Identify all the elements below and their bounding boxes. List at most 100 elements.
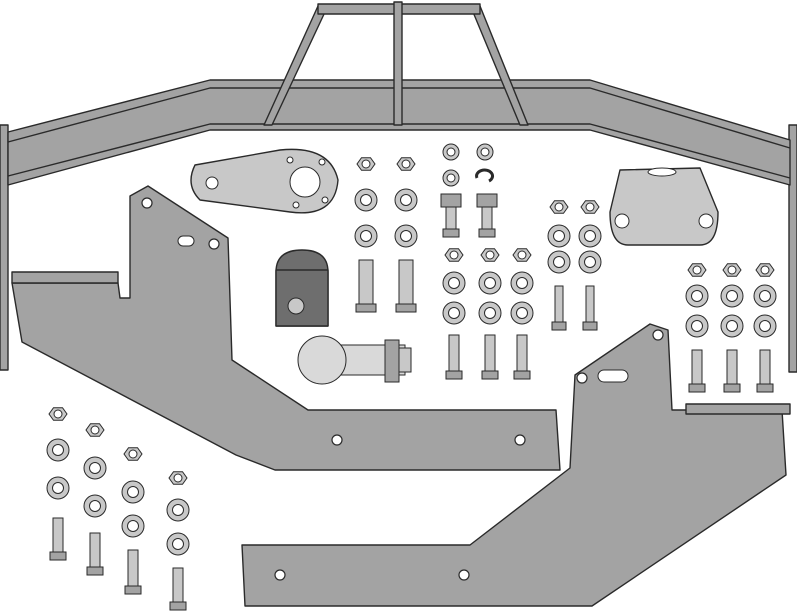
bracket-slot bbox=[177, 235, 195, 247]
left-post bbox=[0, 124, 9, 371]
crossbar-assembly bbox=[0, 1, 797, 373]
bolt-shank bbox=[484, 334, 496, 372]
bolt-head bbox=[355, 303, 377, 313]
bolt-shank bbox=[89, 532, 101, 568]
washer-hole bbox=[691, 290, 703, 302]
washer-hole bbox=[553, 230, 565, 242]
nut-hole bbox=[760, 265, 770, 275]
washer-hole bbox=[127, 520, 139, 532]
bolt-shank bbox=[358, 259, 374, 305]
bolt-shank bbox=[172, 567, 184, 603]
bolt-shank bbox=[516, 334, 528, 372]
bolt-head bbox=[442, 228, 460, 238]
bolt-head bbox=[476, 193, 498, 208]
nut-hole bbox=[449, 250, 459, 260]
right-bracket-flange bbox=[685, 403, 791, 415]
nut-hole bbox=[554, 202, 564, 212]
plate-center-hole bbox=[289, 166, 321, 198]
washer-hole bbox=[553, 256, 565, 268]
plate-screw-hole bbox=[321, 196, 329, 204]
bolt-head bbox=[551, 321, 567, 331]
washer-hole bbox=[446, 173, 456, 183]
washer-hole bbox=[516, 277, 528, 289]
washer-hole bbox=[52, 444, 64, 456]
nut-hole bbox=[485, 250, 495, 260]
washer-hole bbox=[480, 147, 490, 157]
bolt-head bbox=[756, 383, 774, 393]
washer-hole bbox=[172, 504, 184, 516]
cover-screw bbox=[287, 297, 305, 315]
bolt-head bbox=[395, 303, 417, 313]
bracket-hole bbox=[614, 213, 630, 229]
socket-plate bbox=[190, 148, 339, 214]
bolt-head bbox=[49, 551, 67, 561]
bolt-head bbox=[478, 228, 496, 238]
bracket-hole bbox=[698, 213, 714, 229]
bracket-hole bbox=[458, 569, 470, 581]
bracket-top-hole bbox=[647, 167, 677, 177]
socket-cover bbox=[275, 249, 329, 327]
bolt-head bbox=[124, 585, 142, 595]
bolt-shank bbox=[52, 517, 64, 553]
washer-hole bbox=[89, 500, 101, 512]
spring-washer bbox=[475, 168, 494, 183]
washer-hole bbox=[52, 482, 64, 494]
bolt-head bbox=[513, 370, 531, 380]
nut-hole bbox=[401, 159, 411, 169]
left-bracket-flange bbox=[11, 271, 119, 284]
nut-hole bbox=[128, 449, 138, 459]
left-bracket bbox=[11, 185, 561, 471]
right-bracket bbox=[241, 323, 787, 607]
washer-hole bbox=[448, 277, 460, 289]
bracket-hole bbox=[141, 197, 153, 209]
bolt-head bbox=[169, 601, 187, 611]
bolt-shank bbox=[398, 259, 414, 305]
bolt-head bbox=[445, 370, 463, 380]
nut-hole bbox=[90, 425, 100, 435]
ball-nut bbox=[384, 339, 400, 383]
washer-hole bbox=[89, 462, 101, 474]
washer-hole bbox=[448, 307, 460, 319]
ball-head bbox=[297, 335, 347, 385]
right-post bbox=[788, 124, 797, 373]
bolt-head bbox=[481, 370, 499, 380]
washer-hole bbox=[400, 194, 412, 206]
washer-hole bbox=[172, 538, 184, 550]
washer-hole bbox=[759, 290, 771, 302]
nut-hole bbox=[692, 265, 702, 275]
hardware-set bbox=[46, 143, 777, 611]
washer-hole bbox=[484, 307, 496, 319]
bolt-shank bbox=[726, 349, 738, 385]
bolt-shank bbox=[448, 334, 460, 372]
washer-hole bbox=[360, 230, 372, 242]
bolt-head bbox=[582, 321, 598, 331]
side-brackets bbox=[11, 185, 791, 607]
nut-hole bbox=[727, 265, 737, 275]
bolt-shank bbox=[759, 349, 771, 385]
ball-thread bbox=[398, 347, 412, 373]
bracket-hole bbox=[652, 329, 664, 341]
bolt-head bbox=[440, 193, 462, 208]
washer-hole bbox=[516, 307, 528, 319]
bracket-hole bbox=[514, 434, 526, 446]
washer-hole bbox=[446, 147, 456, 157]
washer-hole bbox=[759, 320, 771, 332]
nut-hole bbox=[517, 250, 527, 260]
crossbar bbox=[7, 79, 791, 186]
washer-hole bbox=[726, 320, 738, 332]
washer-hole bbox=[484, 277, 496, 289]
bracket-hole bbox=[208, 238, 220, 250]
bolt-shank bbox=[585, 285, 595, 323]
bolt-shank bbox=[481, 206, 493, 230]
bolt-head bbox=[86, 566, 104, 576]
bolt-shank bbox=[691, 349, 703, 385]
washer-hole bbox=[360, 194, 372, 206]
upper-frame-center-strut bbox=[393, 1, 403, 126]
washer-hole bbox=[584, 230, 596, 242]
bracket-hole bbox=[331, 434, 343, 446]
mounting-bracket bbox=[609, 167, 719, 246]
washer-hole bbox=[726, 290, 738, 302]
nut-hole bbox=[53, 409, 63, 419]
